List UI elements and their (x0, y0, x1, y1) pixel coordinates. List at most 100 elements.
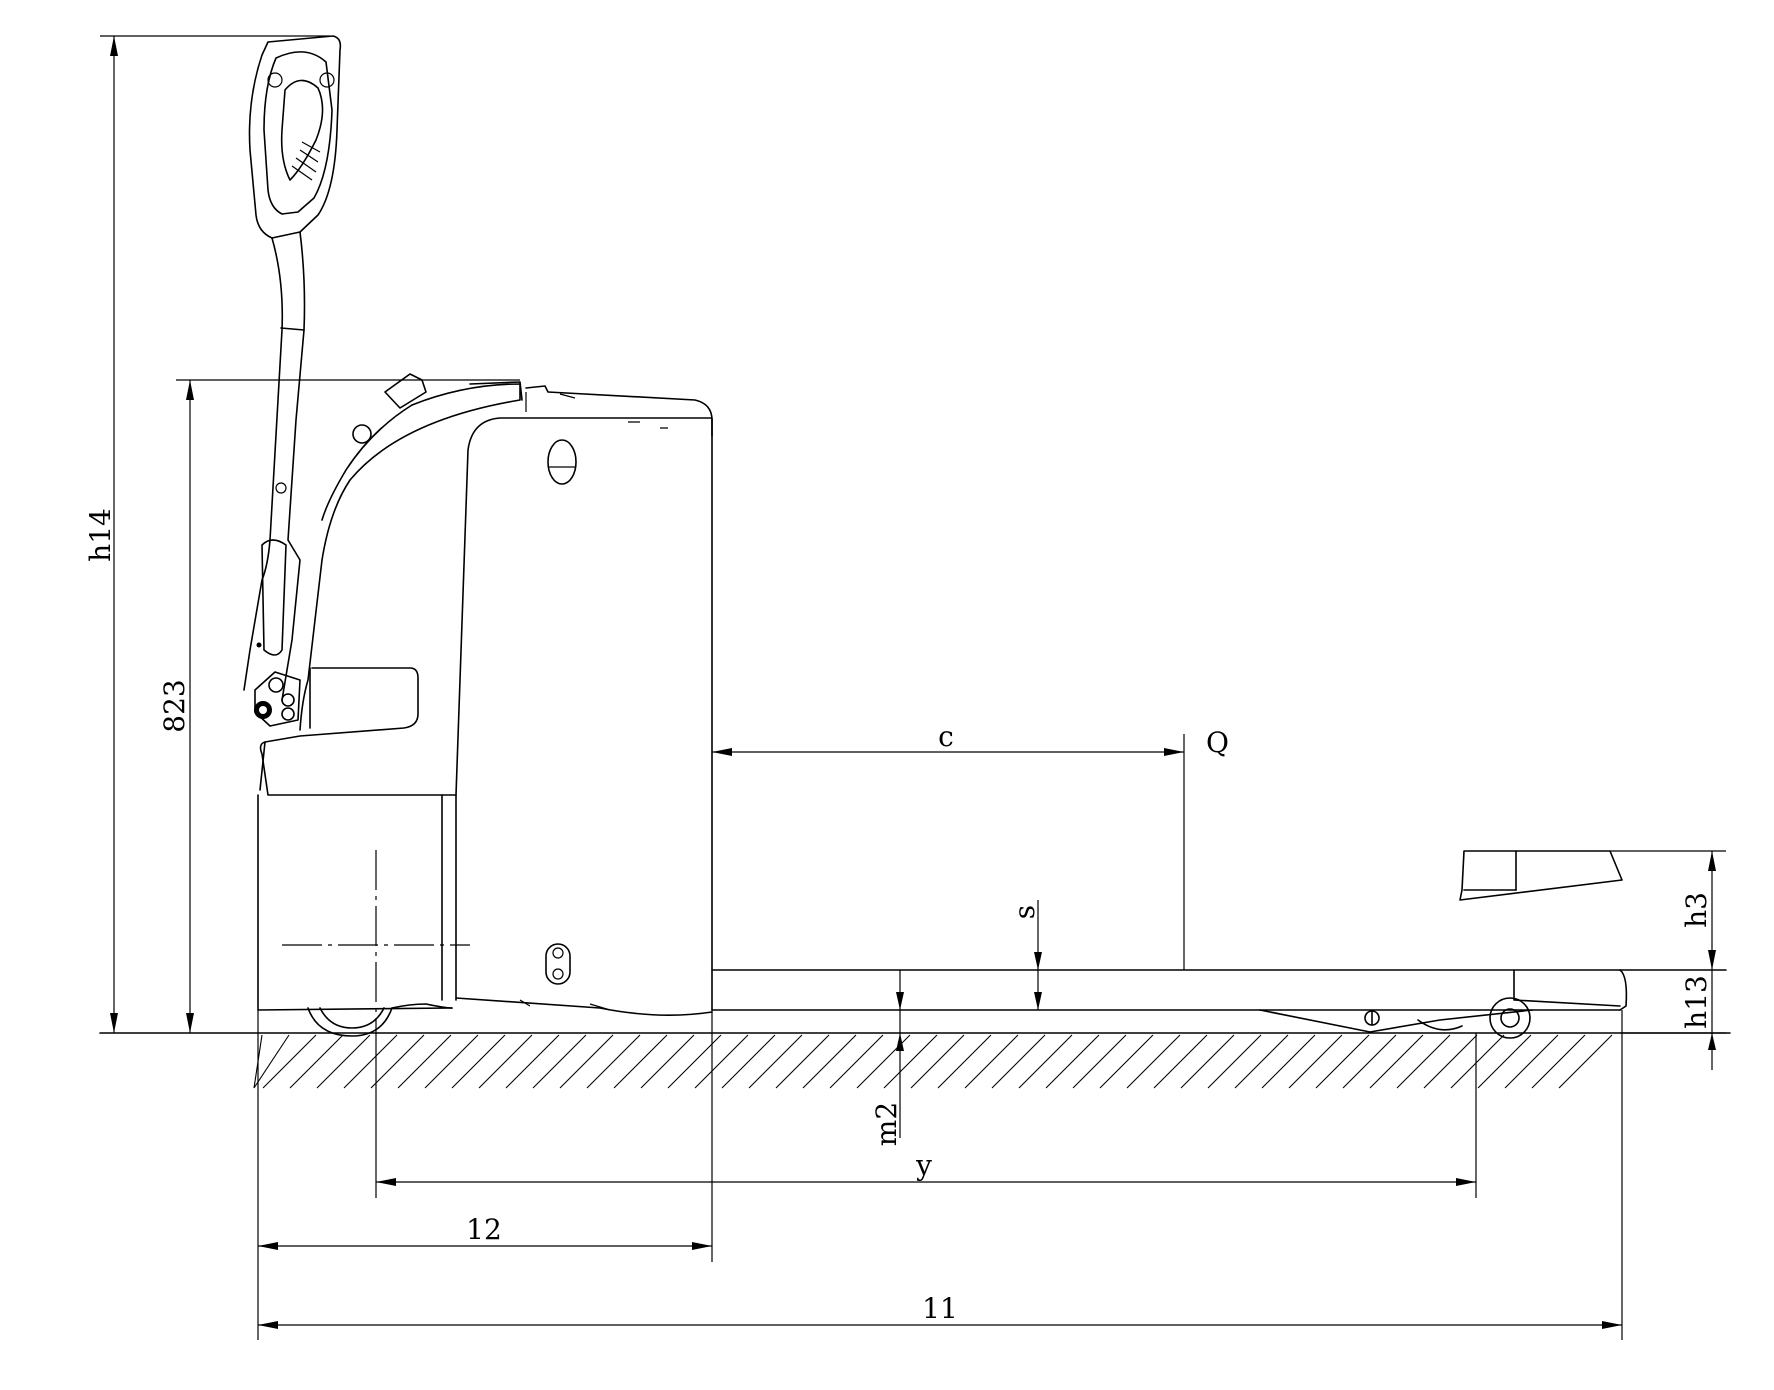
hatch-stroke (613, 1034, 668, 1089)
m2-arrow-top (896, 992, 904, 1010)
ground-hatching (253, 1034, 1613, 1089)
hatch-stroke (1207, 1034, 1262, 1089)
hatch-stroke (964, 1034, 1019, 1089)
tiller-handle (243, 35, 342, 727)
pivot-knob-center (259, 706, 267, 714)
fitting-bolt-bottom (552, 968, 564, 980)
step-platform (259, 667, 457, 796)
hatch-stroke (1423, 1034, 1478, 1089)
tiller-grip-loop (280, 79, 324, 181)
hatch-stroke (1450, 1034, 1505, 1089)
hatch-stroke (1477, 1034, 1532, 1089)
drive-wheel-guard (391, 1003, 453, 1009)
y-label: y (915, 1149, 932, 1182)
hatch-stroke (424, 1034, 479, 1089)
h3-label: h3 (1680, 892, 1713, 928)
h823-arrow-top (186, 380, 194, 400)
hatch-stroke (262, 1034, 317, 1089)
ground (99, 1032, 1731, 1089)
h14-arrow-bottom (110, 1013, 118, 1033)
tiller-arm-band (280, 327, 305, 331)
pivot-bolt-b (281, 707, 295, 721)
hatch-stroke (397, 1034, 452, 1089)
hood-top-plate (469, 381, 523, 401)
tiller-lower-cover (261, 539, 287, 656)
hood-front-edge (321, 404, 413, 521)
body-bottom-skirt (455, 997, 713, 1016)
hatch-stroke (1396, 1034, 1451, 1089)
hatch-stroke (694, 1034, 749, 1089)
m2-label: m2 (870, 1102, 903, 1146)
q-label: Q (1206, 726, 1229, 759)
hatch-stroke (1180, 1034, 1235, 1089)
s-label: s (1008, 905, 1041, 919)
l1-label: 11 (922, 1292, 958, 1325)
hatch-stroke (829, 1034, 884, 1089)
emergency-stop-button (384, 373, 427, 409)
body-lower-fitting (545, 943, 571, 985)
tiller-pivot-mark (256, 642, 262, 648)
raised-fork-tip (1459, 850, 1623, 901)
hatch-stroke (748, 1034, 803, 1089)
hatch-stroke (586, 1034, 641, 1089)
drive-housing (257, 794, 453, 1011)
hatch-stroke (937, 1034, 992, 1089)
c-label: c (938, 720, 954, 753)
tiller-button-left (267, 72, 283, 88)
hatch-stroke (532, 1034, 587, 1089)
pivot-bolt-a (281, 693, 295, 707)
hatch-stroke (451, 1034, 506, 1089)
hatch-stroke (775, 1034, 830, 1089)
h14-label: h14 (84, 508, 117, 562)
h13-label: h13 (1680, 975, 1713, 1029)
hatch-stroke (1126, 1034, 1181, 1089)
l2-arrow-right (692, 1242, 712, 1250)
main-body-outline (455, 417, 713, 1011)
hatch-stroke (1504, 1034, 1559, 1089)
raised-fork-outline (1459, 850, 1623, 901)
s-arrow-bottom (1034, 992, 1042, 1010)
load-wheel-front (1489, 997, 1531, 1039)
hatch-stroke (667, 1034, 722, 1089)
hatch-stroke (316, 1034, 371, 1089)
fork-linkage (1259, 1009, 1533, 1033)
y-arrow-left (376, 1178, 396, 1186)
hatch-stroke (370, 1034, 425, 1089)
hatch-stroke (1342, 1034, 1397, 1089)
hatch-stroke (1558, 1034, 1613, 1089)
hatch-stroke (802, 1034, 857, 1089)
dimension-lines: h14 823 c Q s m2 h3 h13 (84, 35, 1726, 1340)
h823-label: 823 (158, 679, 191, 732)
hood-front-curve (299, 383, 521, 731)
hatch-stroke (505, 1034, 560, 1089)
key-switch (352, 424, 372, 444)
hatch-stroke (883, 1034, 938, 1089)
drive-wheel-inner (319, 1007, 385, 1029)
hatch-stroke (910, 1034, 965, 1089)
step-front-edge (259, 741, 266, 791)
l1-arrow-right (1602, 1321, 1622, 1329)
hatch-stroke (1261, 1034, 1316, 1089)
hatch-stroke (1234, 1034, 1289, 1089)
hatch-stroke (1369, 1034, 1424, 1089)
load-wheel-front-hub (1500, 1008, 1520, 1028)
hatch-stroke (1288, 1034, 1343, 1089)
tiller-arm-back (281, 231, 306, 701)
hatch-stroke (343, 1034, 398, 1089)
c-arrow-left (712, 748, 732, 756)
h14-arrow-top (110, 36, 118, 56)
tiller-bolt (275, 482, 287, 494)
tiller-button-right (319, 72, 335, 88)
hatch-stroke (721, 1034, 776, 1089)
hatch-stroke (1153, 1034, 1208, 1089)
hatch-stroke (640, 1034, 695, 1089)
top-cover-plate (525, 385, 713, 437)
h3-arrow-top (1708, 851, 1716, 871)
hatch-stroke (253, 1034, 290, 1089)
tiller-arm-front (243, 237, 284, 691)
hatch-stroke (1018, 1034, 1073, 1089)
pivot-ring-top (268, 677, 284, 693)
forks (711, 969, 1727, 1039)
y-arrow-right (1456, 1178, 1476, 1186)
hatch-stroke (1072, 1034, 1127, 1089)
